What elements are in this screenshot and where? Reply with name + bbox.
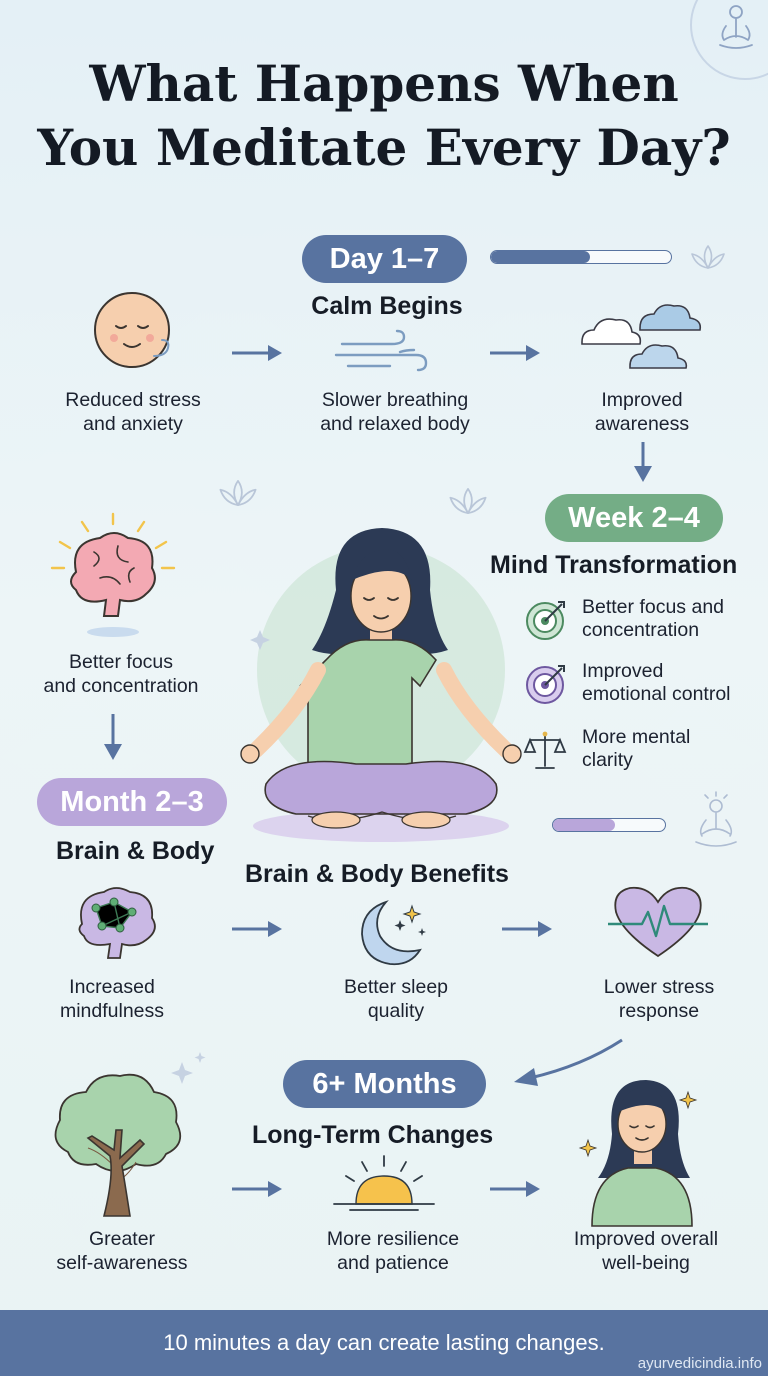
caption-line: Improved overall [573, 1228, 719, 1250]
clouds-icon [581, 304, 702, 369]
arrow-down-icon [634, 442, 652, 482]
list-item-text: Better focus and concentration [582, 596, 724, 642]
stage3-progress-fill [553, 819, 615, 831]
footer-banner: 10 minutes a day can create lasting chan… [0, 1310, 768, 1376]
list-item-text: More mental clarity [582, 726, 690, 772]
lotus-icon [691, 245, 725, 269]
caption-line: response [618, 1000, 700, 1022]
curved-arrow-icon [514, 1038, 623, 1086]
footer-text: 10 minutes a day can create lasting chan… [163, 1330, 605, 1355]
meditation-figure-icon [695, 791, 737, 847]
list-item-text: Improved emotional control [582, 660, 731, 706]
scale-icon [523, 731, 567, 769]
caption-line: Greater [88, 1228, 156, 1250]
stage1-progress-fill [491, 251, 590, 263]
stage2-side-caption: Better focus and concentration [16, 650, 226, 698]
stage4-item-1-caption: Greater self-awareness [22, 1227, 222, 1275]
target-icon [526, 601, 565, 640]
stage1-progress-bar [490, 250, 672, 264]
arrow-right-icon [490, 345, 540, 361]
caption-line: More resilience [326, 1228, 460, 1250]
list-line: concentration [582, 619, 700, 641]
caption-line: mindfulness [59, 1000, 165, 1022]
stage1-item-2-caption: Slower breathing and relaxed body [290, 388, 500, 436]
sunrise-icon [333, 1155, 435, 1211]
stage1-item-1-caption: Reduced stress and anxiety [33, 388, 233, 436]
woman-portrait-icon [578, 1080, 698, 1227]
stage3-item-2-caption: Better sleep quality [296, 975, 496, 1023]
arrow-down-icon [104, 714, 122, 760]
brain-icon [50, 512, 176, 637]
caption-line: and anxiety [83, 413, 183, 435]
list-line: clarity [582, 749, 633, 771]
caption-line: well-being [602, 1252, 690, 1274]
arrow-right-icon [232, 921, 282, 937]
lotus-icon [219, 480, 257, 506]
stage1-heading: Calm Begins [311, 292, 463, 320]
list-line: More mental [582, 726, 691, 748]
stage1-item-3-caption: Improved awareness [542, 388, 742, 436]
moon-stars-icon [361, 900, 426, 966]
stage3-item-1-caption: Increased mindfulness [12, 975, 212, 1023]
title-line-2: You Meditate Every Day? [37, 118, 731, 177]
stage3-progress-bar [552, 818, 666, 832]
stage3-item-3-caption: Lower stress response [559, 975, 759, 1023]
list-line: Improved [582, 660, 664, 682]
arrow-right-icon [502, 921, 552, 937]
meditation-figure-icon [690, 0, 768, 80]
caption-line: Lower stress [603, 976, 715, 998]
arrow-right-icon [232, 345, 282, 361]
arrow-right-icon [490, 1181, 540, 1197]
smiling-face-icon [94, 292, 170, 368]
caption-line: Reduced stress [65, 389, 201, 411]
list-line: emotional control [582, 683, 731, 705]
caption-line: Improved [601, 389, 683, 411]
tree-icon [54, 1073, 182, 1217]
target-icon [526, 665, 565, 704]
stage3-heading: Brain & Body [56, 837, 215, 865]
stage-day-1-7-label: Day 1–7 [302, 235, 467, 283]
lotus-icon [449, 488, 487, 514]
stage4-item-3-caption: Improved overall well-being [546, 1227, 746, 1275]
caption-line: Better sleep [343, 976, 449, 998]
stage3-subheading: Brain & Body Benefits [245, 860, 509, 888]
caption-line: and patience [337, 1252, 449, 1274]
stage2-list-item-clarity: More mental clarity [523, 726, 768, 782]
arrow-right-icon [232, 1181, 282, 1197]
caption-line: awareness [594, 413, 690, 435]
stage-month-2-3-label: Month 2–3 [37, 778, 227, 826]
caption-line: and concentration [43, 675, 199, 697]
stage2-list-item-focus: Better focus and concentration [524, 596, 768, 652]
stage2-heading: Mind Transformation [490, 551, 738, 579]
stage-6-months-label: 6+ Months [283, 1060, 486, 1108]
heartbeat-icon [608, 886, 708, 958]
caption-line: self-awareness [56, 1252, 188, 1274]
title-line-1: What Happens When [89, 54, 679, 113]
stage-week-2-4-label: Week 2–4 [545, 494, 723, 542]
page-title: What Happens When You Meditate Every Day… [0, 52, 768, 180]
meditating-woman-illustration [240, 528, 522, 842]
watermark: ayurvedicindia.info [637, 1355, 762, 1372]
caption-line: and relaxed body [320, 413, 470, 435]
stage4-item-2-caption: More resilience and patience [288, 1227, 498, 1275]
stage4-heading: Long-Term Changes [252, 1121, 494, 1149]
wind-icon [334, 329, 428, 372]
caption-line: Slower breathing [321, 389, 469, 411]
caption-line: Better focus [68, 651, 174, 673]
sparkle-icon [171, 1052, 206, 1084]
caption-line: Increased [69, 976, 155, 998]
network-brain-icon [78, 887, 156, 959]
stage2-list-item-emotional: Improved emotional control [524, 660, 768, 716]
list-line: Better focus and [582, 596, 725, 618]
caption-line: quality [367, 1000, 425, 1022]
sparkle-icon [250, 630, 270, 650]
